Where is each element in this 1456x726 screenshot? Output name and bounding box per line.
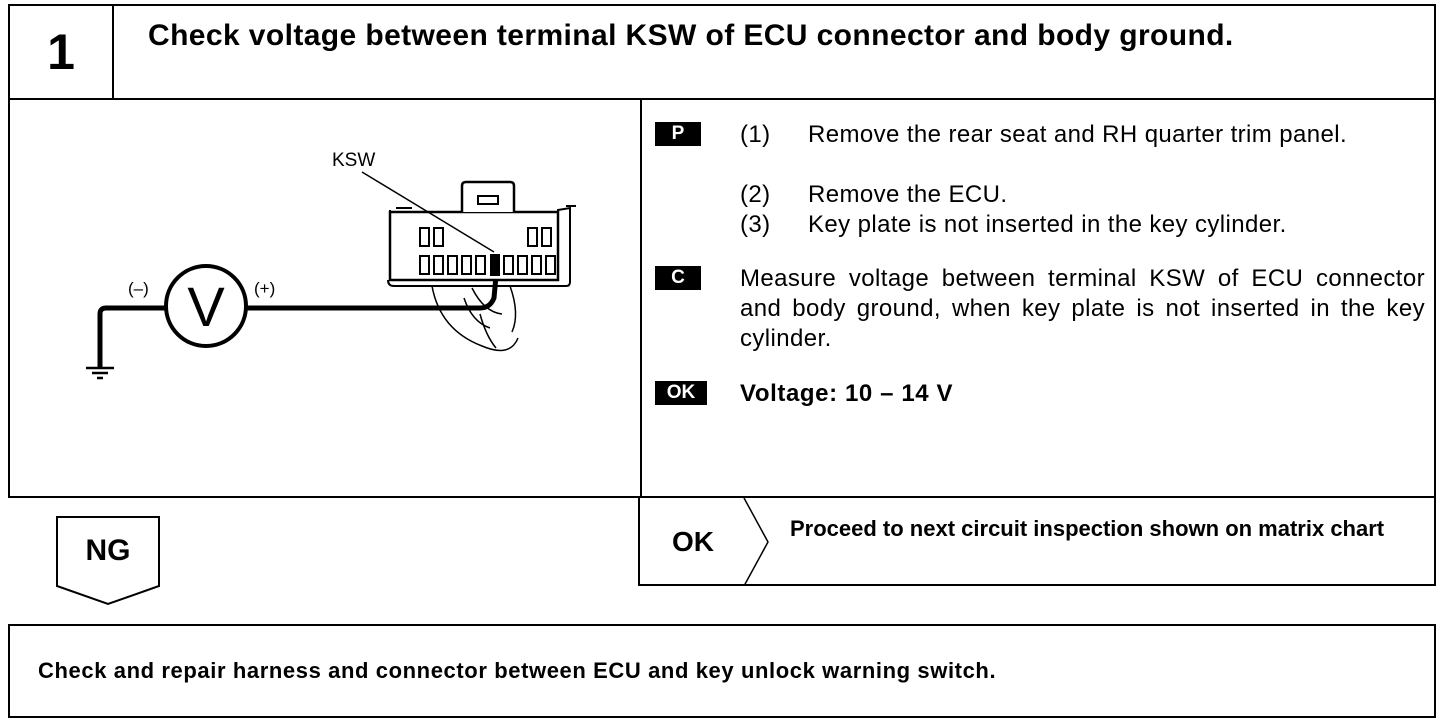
check-tag: C bbox=[655, 266, 701, 290]
voltmeter-symbol: V bbox=[187, 275, 225, 338]
wire-harness bbox=[431, 285, 519, 352]
step-header: 1 Check voltage between terminal KSW of … bbox=[8, 4, 1436, 100]
ksw-terminal bbox=[490, 254, 500, 276]
ok-branch-text: Proceed to next circuit inspection shown… bbox=[790, 516, 1385, 541]
repair-text: Check and repair harness and connector b… bbox=[38, 658, 997, 683]
check-text: Measure voltage between terminal KSW of … bbox=[740, 265, 1425, 352]
ok-branch: OK Proceed to next circuit inspection sh… bbox=[638, 496, 1436, 586]
preparation-section: P (1) Remove the rear seat and RH quarte… bbox=[655, 120, 1425, 240]
repair-box: Check and repair harness and connector b… bbox=[8, 624, 1436, 718]
prep-item-3-text: Key plate is not inserted in the key cyl… bbox=[808, 211, 1287, 238]
chevron-right-icon bbox=[743, 498, 769, 586]
probe-wire bbox=[479, 275, 499, 311]
ksw-leader-line bbox=[361, 171, 495, 253]
ok-spec-section: OK Voltage: 10 – 14 V bbox=[655, 380, 1425, 412]
step-title: Check voltage between terminal KSW of EC… bbox=[148, 19, 1234, 52]
ok-spec-text: Voltage: 10 – 14 V bbox=[740, 380, 954, 407]
ng-label: NG bbox=[85, 534, 131, 567]
ground-wire bbox=[97, 305, 166, 368]
ng-badge-shape bbox=[56, 516, 160, 606]
prep-item-2-number: (2) bbox=[740, 181, 771, 208]
prep-item-1-text: Remove the rear seat and RH quarter trim… bbox=[808, 121, 1348, 148]
negative-lead-label: (–) bbox=[128, 279, 149, 298]
panel-divider bbox=[640, 100, 642, 496]
preparation-tag: P bbox=[655, 122, 701, 146]
prep-item-1-number: (1) bbox=[740, 121, 771, 148]
step-number: 1 bbox=[10, 6, 114, 98]
connector-terminals bbox=[419, 255, 556, 275]
wiring-diagram: V (–) (+) bbox=[86, 150, 576, 380]
positive-lead-label: (+) bbox=[254, 279, 275, 298]
inspection-panel: V (–) (+) bbox=[8, 98, 1436, 498]
ok-branch-label: OK bbox=[672, 526, 714, 557]
prep-item-2-text: Remove the ECU. bbox=[808, 181, 1008, 208]
check-section: C Measure voltage between terminal KSW o… bbox=[655, 264, 1425, 360]
ok-tag: OK bbox=[655, 381, 707, 405]
prep-item-3-number: (3) bbox=[740, 211, 771, 238]
ksw-label: KSW bbox=[332, 150, 375, 171]
